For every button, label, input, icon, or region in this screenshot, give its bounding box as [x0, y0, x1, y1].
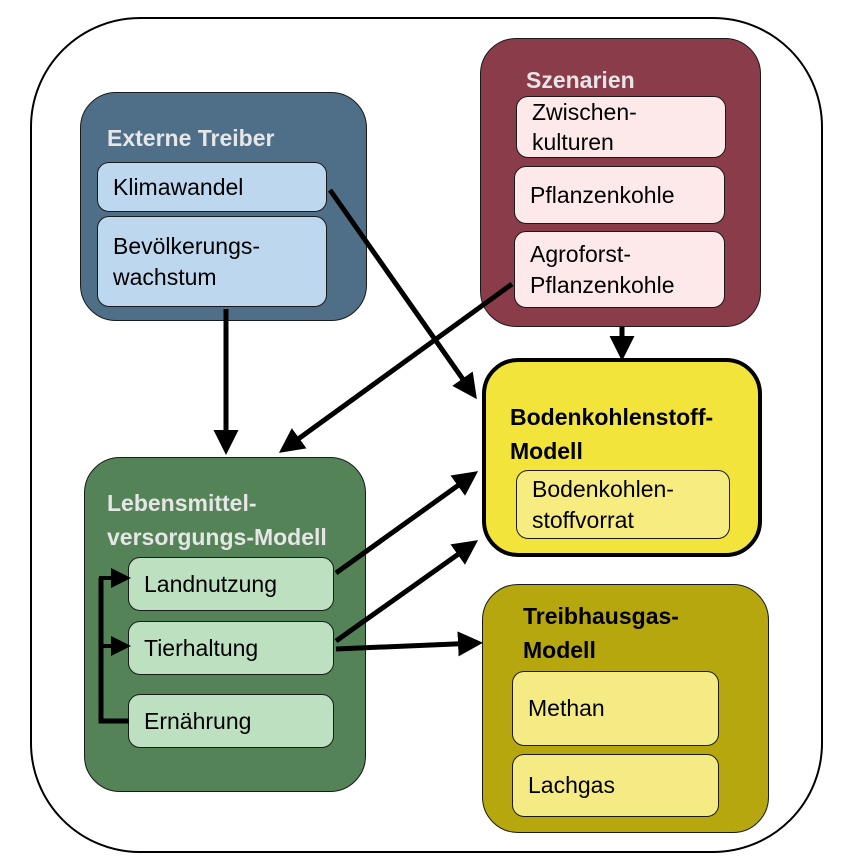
item-label: Landnutzung [144, 570, 278, 597]
item-label: Tierhaltung [144, 634, 259, 661]
group-title-lebensmittel: Lebensmittel- versorgungs-Modell [107, 490, 327, 550]
item-klimawandel: Klimawandel [97, 162, 327, 212]
item-label: Klimawandel [113, 173, 244, 200]
item-pflanzenkohle: Pflanzenkohle [514, 166, 725, 224]
item-bodenkohlenstoffvorrat: Bodenkohlen- stoffvorrat [516, 470, 730, 539]
group-title-treibhausgas: Treibhausgas- Modell [523, 603, 679, 663]
item-label: Methan [528, 695, 605, 721]
group-title-bodenkohlenstoff: Bodenkohlenstoff- Modell [510, 404, 714, 464]
item-methan: Methan [512, 671, 719, 746]
diagram-frame [30, 17, 823, 853]
item-label: Bevölkerungs- wachstum [113, 232, 261, 290]
group-title-szenarien: Szenarien [526, 67, 635, 93]
item-bevoelkerungswachstum: Bevölkerungs- wachstum [97, 216, 327, 307]
item-landnutzung: Landnutzung [128, 557, 334, 611]
item-tierhaltung: Tierhaltung [128, 621, 334, 675]
item-ernaehrung: Ernährung [128, 694, 334, 748]
item-label: Ernährung [144, 707, 252, 734]
item-label: Lachgas [528, 772, 615, 798]
group-title-externe-treiber: Externe Treiber [107, 125, 275, 151]
item-label: Zwischen- kulturen [532, 99, 637, 155]
item-agroforst-pflanzenkohle: Agroforst- Pflanzenkohle [514, 231, 725, 308]
item-label: Pflanzenkohle [530, 181, 675, 208]
item-label: Bodenkohlen- stoffvorrat [532, 475, 674, 533]
item-zwischenkulturen: Zwischen- kulturen [516, 96, 726, 158]
item-lachgas: Lachgas [512, 754, 719, 817]
item-label: Agroforst- Pflanzenkohle [530, 240, 675, 298]
